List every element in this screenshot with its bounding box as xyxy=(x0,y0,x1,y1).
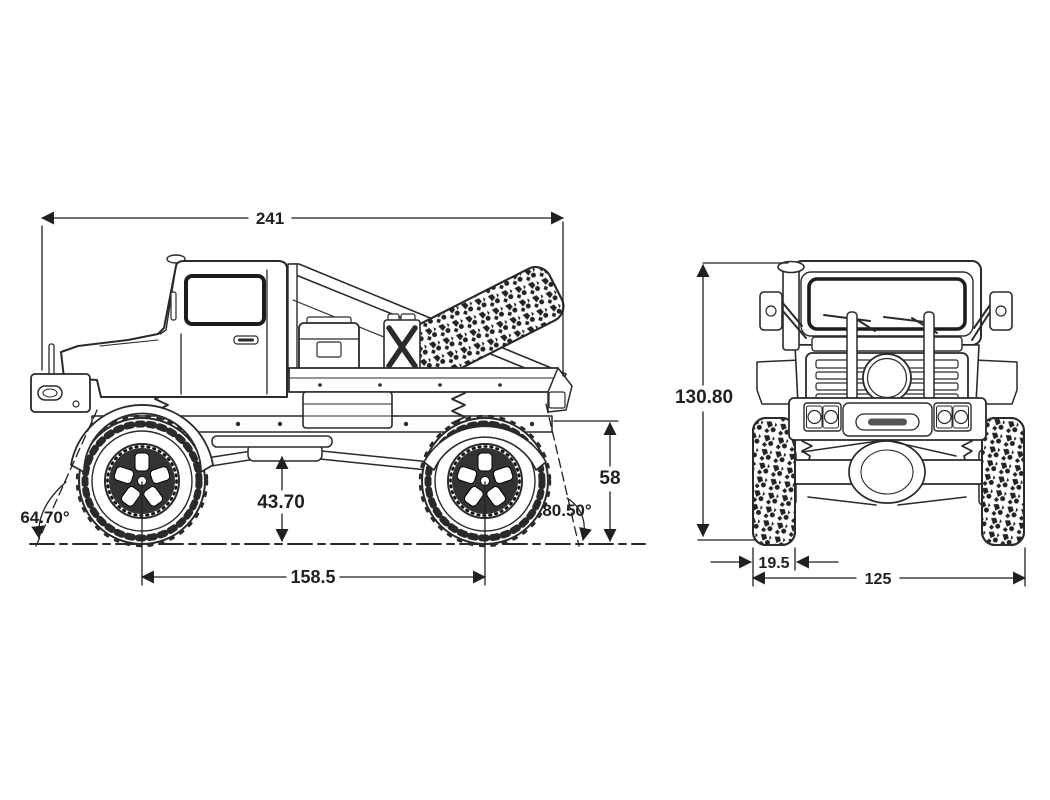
snorkel xyxy=(777,260,805,351)
light-pod-left xyxy=(803,402,842,432)
front-right-tire xyxy=(981,417,1025,546)
grille xyxy=(805,311,969,441)
angle-departure-label: 80.50° xyxy=(542,501,592,520)
dim-overall-length: 241 xyxy=(40,209,565,377)
dim-wheelbase-label: 158.5 xyxy=(290,567,335,587)
angle-approach: 64.70° xyxy=(20,407,99,547)
dim-tire-width-label: 19.5 xyxy=(758,555,789,572)
bed-deck xyxy=(288,367,559,393)
cooler-box xyxy=(298,316,360,376)
front-view: 130.80 19.5 125 xyxy=(675,260,1027,588)
dim-overall-height-label: 130.80 xyxy=(675,387,733,408)
angle-departure: 80.50° xyxy=(542,403,592,547)
dim-overall-width-label: 125 xyxy=(865,571,892,588)
cowl-panel xyxy=(811,336,963,352)
left-mirror xyxy=(759,291,807,339)
dim-overall-length-label: 241 xyxy=(256,209,284,228)
angle-approach-label: 64.70° xyxy=(20,508,70,527)
dim-rear-tire-height: 58 xyxy=(553,420,621,543)
light-pod-right xyxy=(933,402,972,432)
dim-ground-clearance: 43.70 xyxy=(257,455,305,543)
grille-emblem xyxy=(862,353,912,403)
side-bed xyxy=(287,263,573,429)
right-mirror xyxy=(971,291,1013,341)
front-left-tire xyxy=(752,417,796,546)
dim-wheelbase: 158.5 xyxy=(140,481,487,587)
side-view: 241 43.70 58 158.5 64.70° xyxy=(20,209,646,587)
dim-tire-width: 19.5 xyxy=(710,547,839,587)
front-bumper-side xyxy=(30,343,91,413)
dim-rear-tire-height-label: 58 xyxy=(599,468,620,489)
dim-ground-clearance-label: 43.70 xyxy=(257,492,305,513)
front-fender-flare xyxy=(70,404,214,473)
front-axle xyxy=(771,431,1004,506)
dim-overall-height: 130.80 xyxy=(675,262,789,541)
windshield xyxy=(800,271,974,337)
side-cab xyxy=(60,254,288,398)
rear-fender-flare xyxy=(423,425,547,471)
under-bed-box xyxy=(302,391,393,429)
front-bumper xyxy=(788,397,987,441)
front-fender-boxes xyxy=(756,359,1018,405)
dim-overall-width: 125 xyxy=(751,547,1027,588)
